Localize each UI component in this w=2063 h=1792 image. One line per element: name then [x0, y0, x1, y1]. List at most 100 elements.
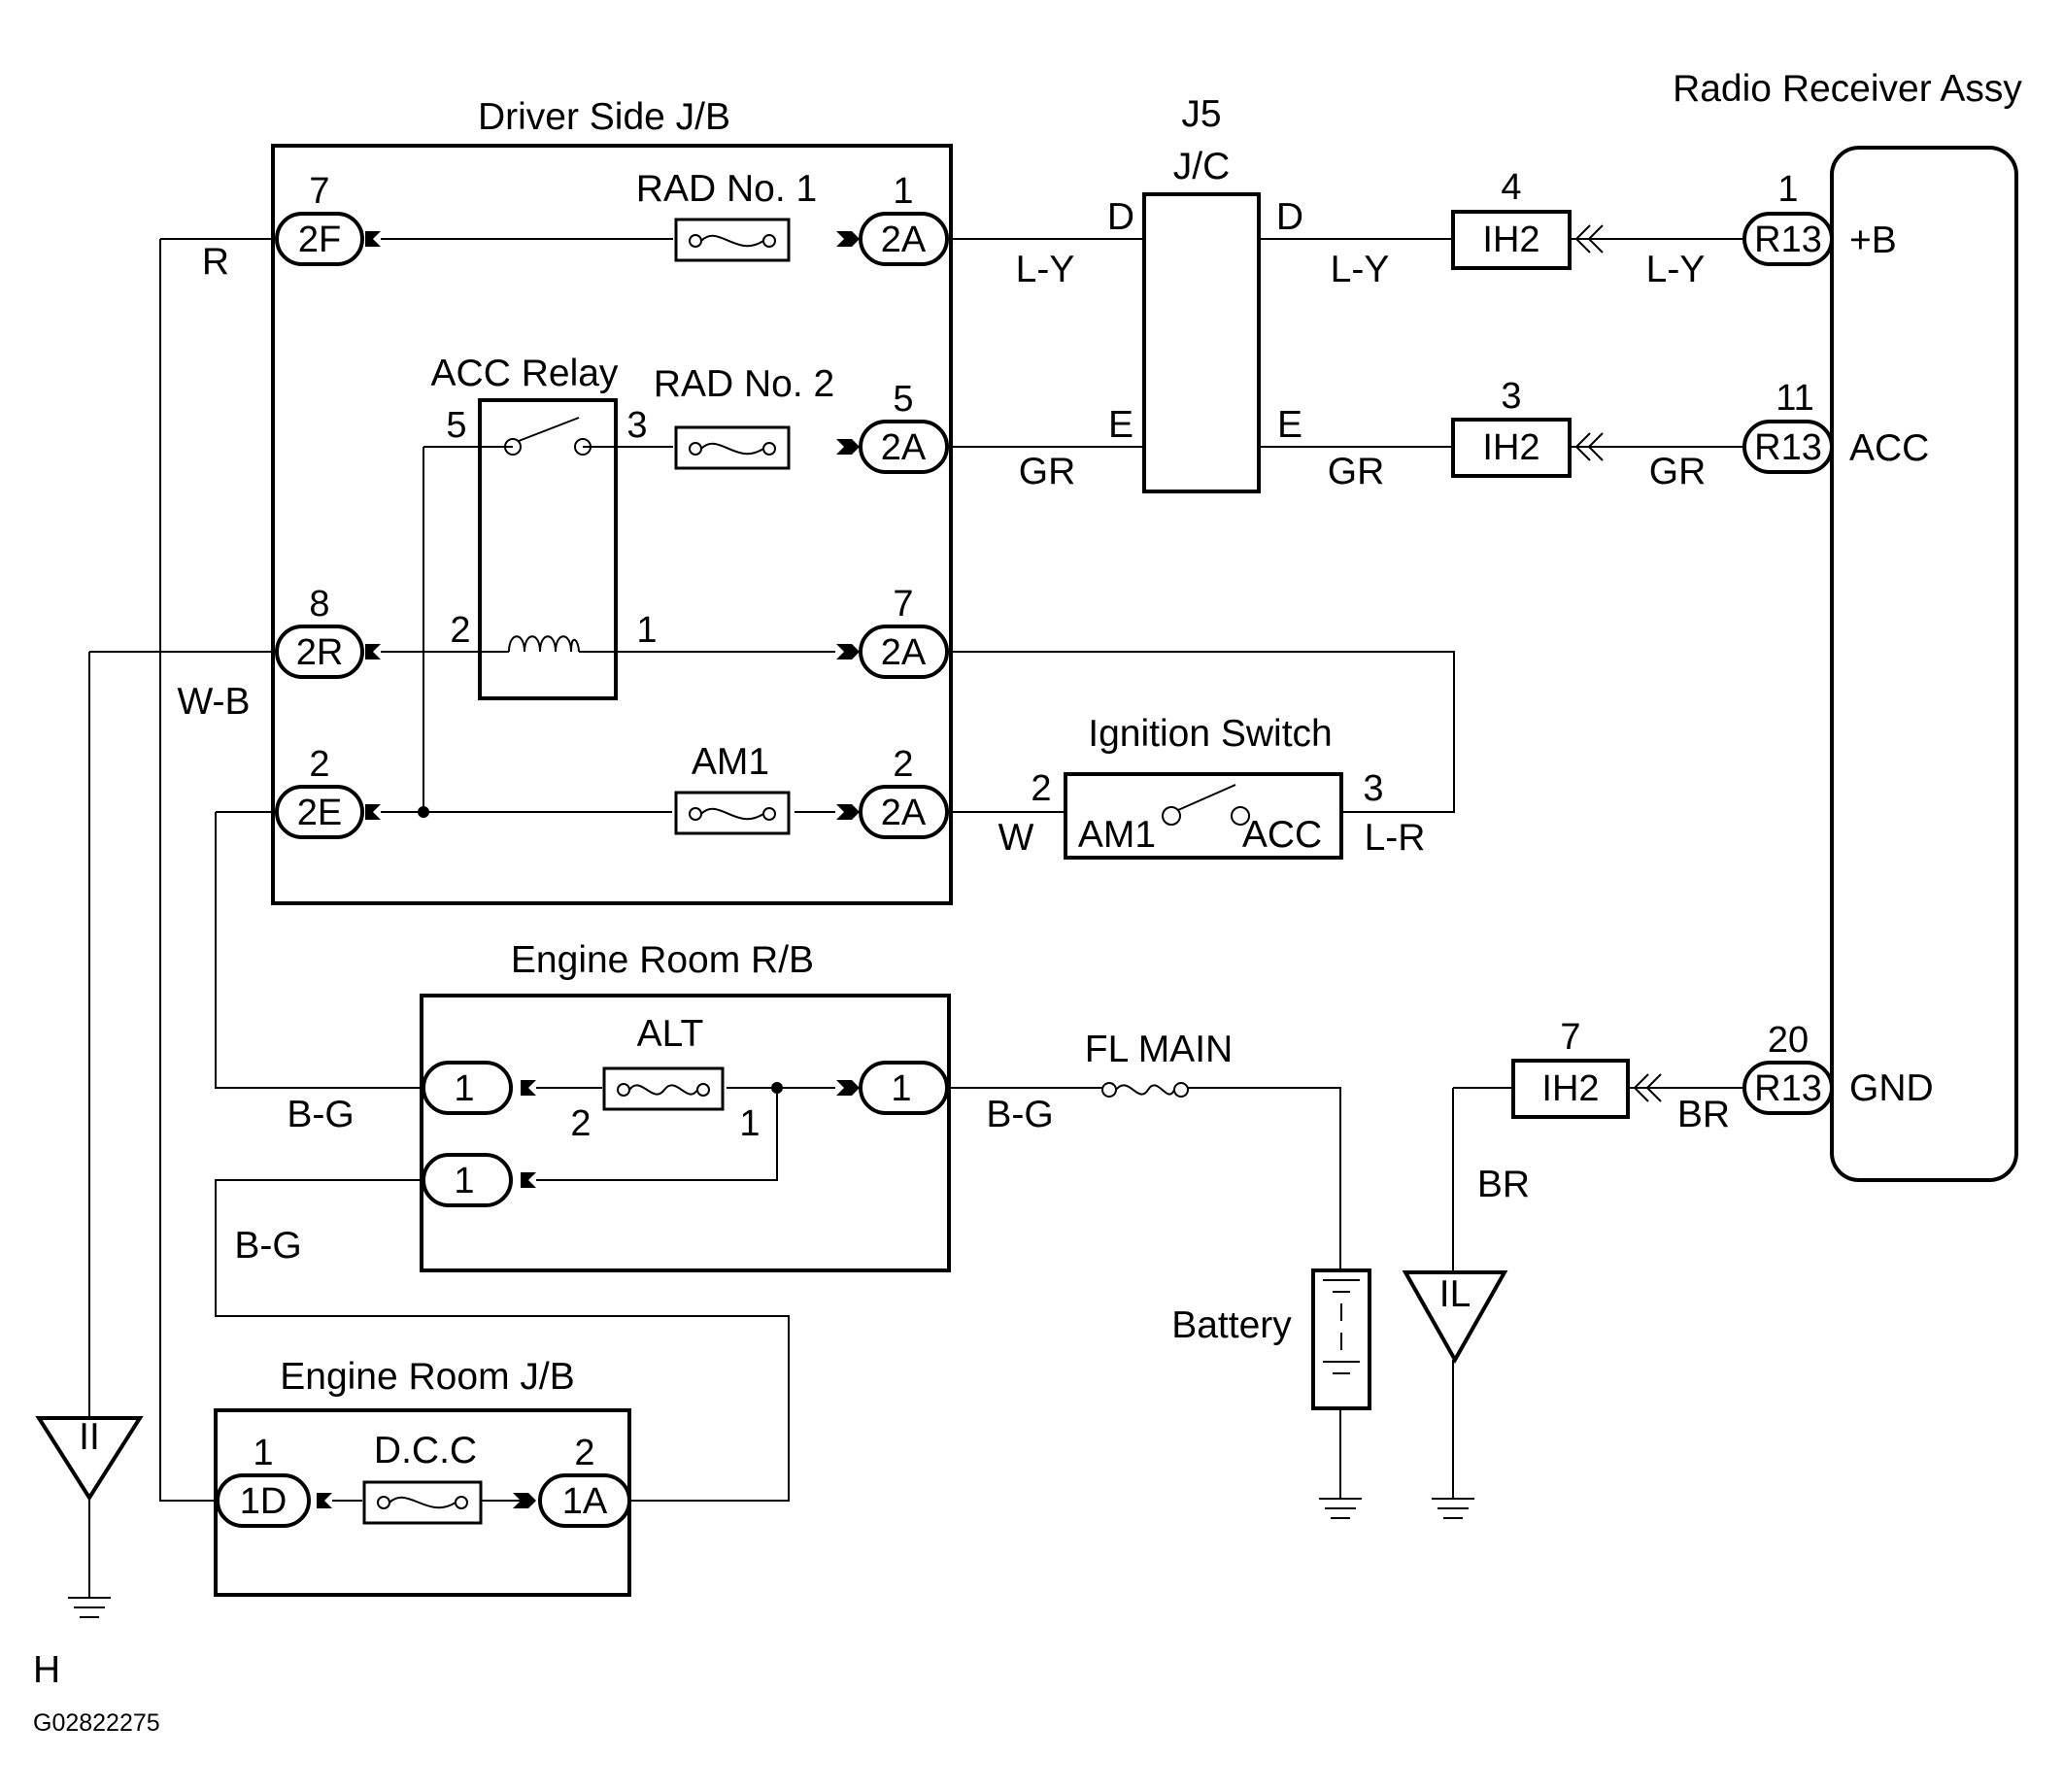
connector-r13-pin1: R13 — [1742, 212, 1834, 266]
pin-2a-2: 2 — [893, 744, 913, 785]
ig-switch-am1: AM1 — [1078, 814, 1156, 856]
fuse-am1 — [674, 791, 791, 835]
am1-fuse-label: AM1 — [692, 741, 769, 783]
connector-2a-pin7: 2A — [859, 625, 949, 679]
wire-br-2: BR — [1477, 1164, 1530, 1205]
engine-room-rb-title: Engine Room R/B — [511, 939, 814, 981]
connector-rb-1-left-bottom-label: 1 — [454, 1161, 474, 1201]
connector-rb-1-left-top: 1 — [422, 1061, 513, 1115]
ground-il-label: IL — [1439, 1273, 1471, 1315]
acc-relay-title: ACC Relay — [431, 353, 619, 394]
wire-bg-2: B-G — [986, 1094, 1053, 1135]
connector-2e-label: 2E — [297, 793, 342, 833]
connector-r13-pin1-label: R13 — [1754, 220, 1822, 260]
jc-d-left: D — [1107, 196, 1134, 238]
connector-r13-pin11-label: R13 — [1754, 427, 1822, 468]
terminal-gnd: GND — [1849, 1067, 1934, 1109]
pin-2a-7: 7 — [893, 584, 913, 625]
wire-bg-3: B-G — [234, 1225, 301, 1267]
wire-ly-1: L-Y — [1016, 249, 1075, 290]
fuse-rad-no2 — [674, 425, 791, 470]
connector-2e: 2E — [275, 785, 364, 839]
pin-ig-3: 3 — [1363, 768, 1383, 809]
connector-ih2-pin3: IH2 — [1451, 418, 1572, 478]
figure-code: G02822275 — [33, 1709, 160, 1737]
connector-arrows — [317, 231, 860, 1508]
terminal-acc: ACC — [1849, 427, 1929, 469]
rad-no2-label: RAD No. 2 — [654, 363, 834, 405]
jc-e-left: E — [1108, 404, 1133, 446]
dcc-label: D.C.C — [374, 1430, 477, 1471]
radio-receiver-box — [1830, 146, 2018, 1182]
acc-relay-box — [478, 398, 618, 700]
wire-w: W — [998, 817, 1034, 859]
connector-ih2-pin7: IH2 — [1511, 1059, 1630, 1119]
radio-receiver-title: Radio Receiver Assy — [1673, 68, 2022, 110]
wire-gr-1: GR — [1019, 451, 1076, 492]
pin-2r-8: 8 — [309, 584, 329, 625]
battery-symbol — [1311, 1268, 1371, 1410]
jc-d-right: D — [1276, 196, 1303, 238]
pin-1d-1: 1 — [253, 1433, 273, 1473]
engine-room-rb-box — [420, 994, 951, 1272]
connector-rb-1-left-bottom: 1 — [422, 1153, 513, 1207]
pin-r13-20: 20 — [1768, 1020, 1809, 1061]
connector-1d: 1D — [216, 1473, 311, 1528]
pin-relay-1: 1 — [636, 610, 657, 651]
wire-ly-3: L-Y — [1646, 249, 1706, 290]
pin-relay-3: 3 — [626, 405, 647, 446]
ground-ii — [35, 1416, 144, 1618]
connector-ih2-pin4: IH2 — [1451, 210, 1572, 270]
wire-gr-3: GR — [1649, 451, 1707, 492]
wires — [88, 238, 1743, 1598]
fuse-alt — [602, 1066, 725, 1111]
jc-j5-box — [1142, 192, 1261, 493]
pin-alt-1: 1 — [739, 1103, 760, 1144]
connector-2r: 2R — [275, 625, 364, 679]
connector-2a-pin1: 2A — [859, 212, 949, 266]
battery-label: Battery — [1171, 1304, 1292, 1346]
pin-alt-2: 2 — [570, 1103, 591, 1144]
wire-lr: L-R — [1365, 817, 1426, 859]
pin-ih2-7: 7 — [1560, 1017, 1580, 1058]
connector-ih2-pin3-label: IH2 — [1482, 427, 1539, 468]
fuse-dcc — [362, 1480, 483, 1525]
jc-label: J/C — [1173, 146, 1231, 187]
pin-relay-5: 5 — [446, 405, 466, 446]
connector-ih2-pin7-label: IH2 — [1541, 1068, 1599, 1109]
ground-ii-label: II — [79, 1416, 100, 1458]
connector-1a-label: 1A — [562, 1481, 608, 1522]
connector-1a: 1A — [538, 1473, 631, 1528]
connector-ih2-pin4-label: IH2 — [1482, 220, 1539, 260]
driver-side-jb-title: Driver Side J/B — [478, 96, 730, 138]
connector-2a-pin7-label: 2A — [881, 632, 927, 673]
jc-e-right: E — [1277, 404, 1302, 446]
connector-rb-1-right: 1 — [859, 1061, 949, 1115]
page-letter: H — [33, 1649, 60, 1691]
engine-room-jb-title: Engine Room J/B — [280, 1356, 575, 1398]
connector-2r-label: 2R — [296, 632, 344, 673]
pin-ih2-3: 3 — [1501, 376, 1521, 417]
ignition-switch-title: Ignition Switch — [1088, 713, 1332, 755]
connector-2a-pin1-label: 2A — [881, 220, 927, 260]
connector-2a-pin5-label: 2A — [881, 427, 927, 468]
pin-2f-7: 7 — [309, 171, 329, 212]
pin-ih2-4: 4 — [1501, 167, 1521, 208]
j5-label: J5 — [1181, 93, 1221, 135]
pin-ig-2: 2 — [1031, 768, 1051, 809]
connector-r13-pin20-label: R13 — [1754, 1068, 1822, 1109]
pin-2e-2: 2 — [309, 744, 329, 785]
acc-relay-coil — [508, 635, 580, 653]
pin-2a-1: 1 — [893, 171, 913, 212]
wire-gr-2: GR — [1328, 451, 1385, 492]
pin-1a-2: 2 — [574, 1433, 594, 1473]
ig-switch-acc: ACC — [1242, 814, 1322, 856]
pin-2a-5: 5 — [893, 379, 913, 420]
fuse-fl-main — [1101, 1082, 1189, 1098]
connector-rb-1-left-top-label: 1 — [454, 1068, 474, 1109]
driver-side-jb-box — [271, 144, 953, 905]
ground-il — [1402, 1270, 1508, 1519]
alt-fuse-label: ALT — [637, 1013, 704, 1055]
wire-r: R — [202, 241, 229, 283]
